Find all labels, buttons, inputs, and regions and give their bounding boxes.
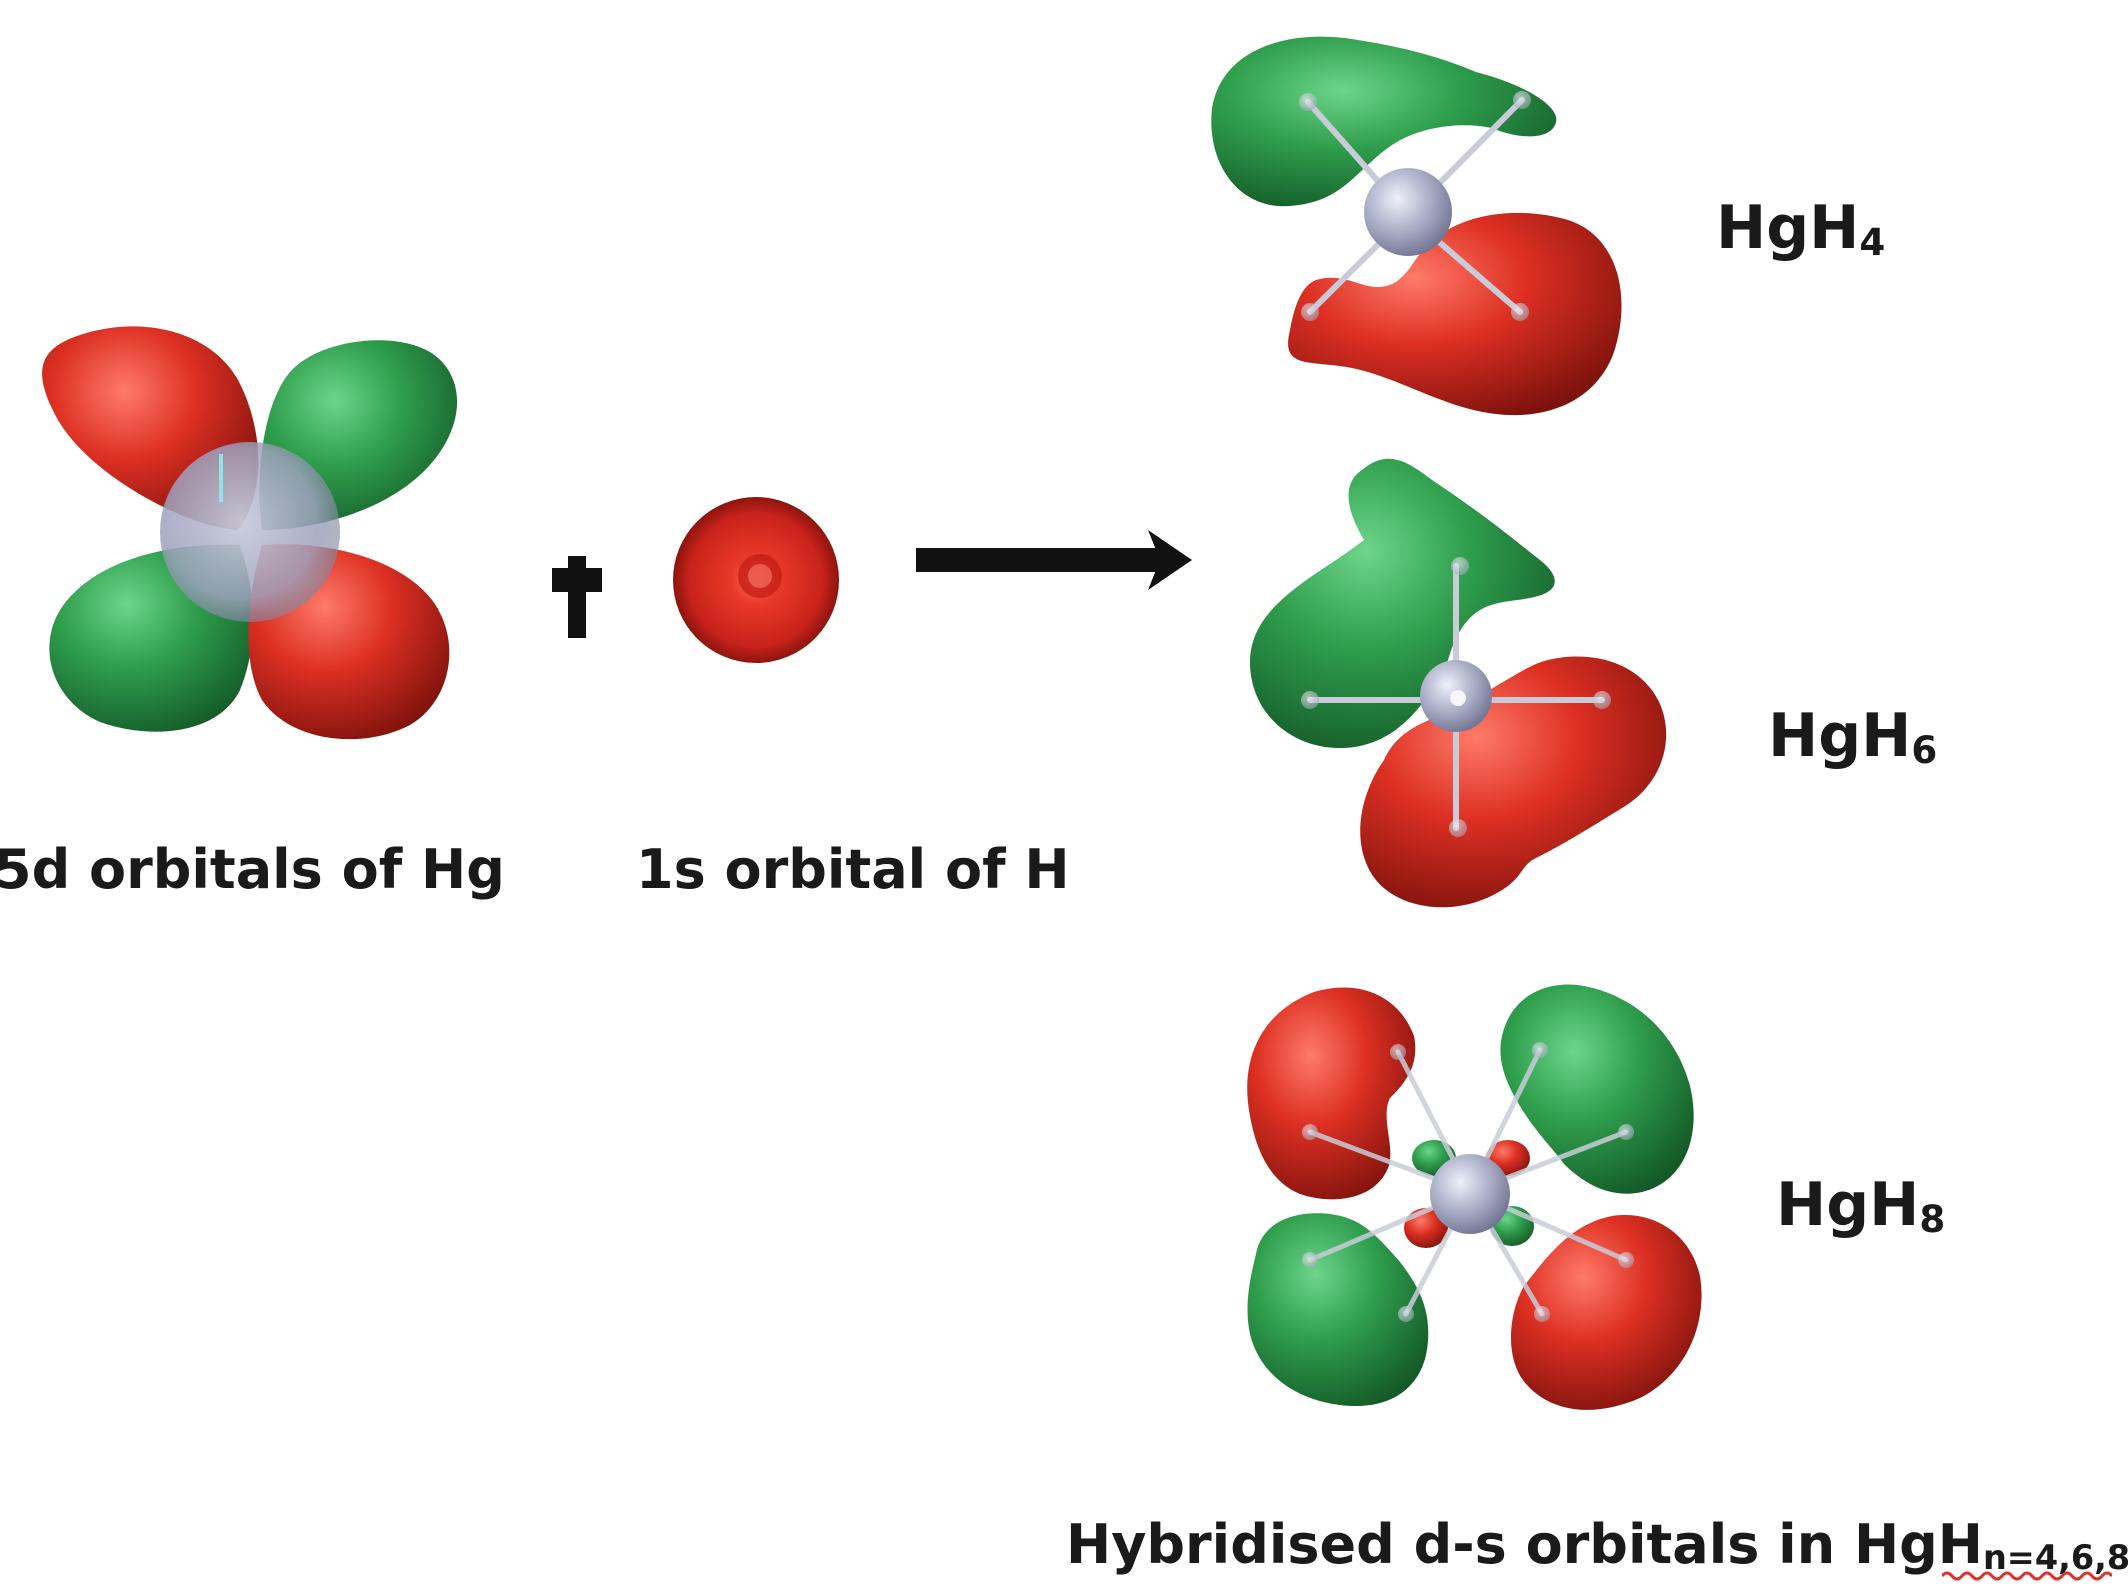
- plus-icon: [552, 556, 602, 638]
- hgh8-lobe-green-bottom-left: [1247, 1213, 1429, 1406]
- d-orbital-bond-stub: [219, 454, 223, 502]
- hgh6-h-atom: [1451, 557, 1469, 575]
- hgh4-lobe-green: [1211, 36, 1557, 207]
- hgh8-lobe-green-top-right: [1500, 984, 1694, 1194]
- hgh8-h-atom: [1618, 1124, 1634, 1140]
- hybridised-caption-subscript: n=4,6,8: [1982, 1538, 2128, 1578]
- hgh6-label-subscript: 6: [1911, 727, 1938, 772]
- hgh4-h-atom: [1511, 303, 1529, 321]
- hgh8-label-subscript: 8: [1919, 1196, 1946, 1241]
- s-orbital-label: 1s orbital of H: [636, 838, 1070, 901]
- hgh8-h-atom: [1532, 1042, 1548, 1058]
- right-arrow-icon: [916, 530, 1192, 590]
- hgh8-h-atom: [1302, 1252, 1318, 1268]
- hybridised-caption-text: Hybridised d-s orbitals in: [1066, 1513, 1854, 1576]
- hgh8-h-atom: [1618, 1252, 1634, 1268]
- hybridised-caption-formula: HgHn=4,6,8: [1854, 1518, 2128, 1581]
- hgh6-h-center: [1450, 690, 1466, 706]
- hgh4-label-subscript: 4: [1859, 219, 1886, 264]
- hgh8-h-atom: [1390, 1044, 1406, 1060]
- hgh8-label: HgH8: [1776, 1175, 1945, 1237]
- hgh8-h-atom: [1302, 1124, 1318, 1140]
- hgh4-label-base: HgH: [1716, 193, 1860, 263]
- hgh4-label: HgH4: [1716, 198, 1885, 260]
- hgh4-lobe-red: [1288, 212, 1622, 416]
- hgh6-molecule: [1250, 458, 1667, 908]
- spellcheck-underline-icon: [1941, 1571, 2112, 1581]
- hgh6-lobe-green: [1250, 458, 1555, 748]
- hgh8-hg-atom: [1430, 1154, 1510, 1234]
- hgh8-h-atom: [1534, 1306, 1550, 1322]
- hgh6-h-atom: [1449, 819, 1467, 837]
- hgh8-lobe-red-top-left: [1247, 987, 1416, 1200]
- hgh8-label-base: HgH: [1776, 1170, 1920, 1240]
- hg-atom-large: [160, 442, 340, 622]
- d-orbital-model: [42, 326, 458, 740]
- hgh6-h-atom: [1593, 691, 1611, 709]
- hgh4-h-atom: [1301, 303, 1319, 321]
- hgh4-h-atom: [1513, 91, 1531, 109]
- s-orbital-model: [673, 497, 839, 663]
- hgh8-h-atom: [1398, 1306, 1414, 1322]
- hgh4-hg-atom: [1364, 168, 1452, 256]
- hgh6-h-atom: [1301, 691, 1319, 709]
- hybridised-caption-base: HgH: [1853, 1513, 1983, 1576]
- hgh4-molecule: [1211, 36, 1622, 416]
- hgh8-lobe-red-bottom-right: [1511, 1215, 1702, 1410]
- hybridised-orbitals-caption: Hybridised d-s orbitals in HgHn=4,6,8: [1066, 1518, 2128, 1581]
- hgh6-label-base: HgH: [1768, 701, 1912, 771]
- hgh8-molecule: [1247, 984, 1702, 1410]
- d-orbital-label: 5d orbitals of Hg: [0, 838, 505, 901]
- hgh6-label: HgH6: [1768, 706, 1937, 768]
- hgh4-h-atom: [1299, 93, 1317, 111]
